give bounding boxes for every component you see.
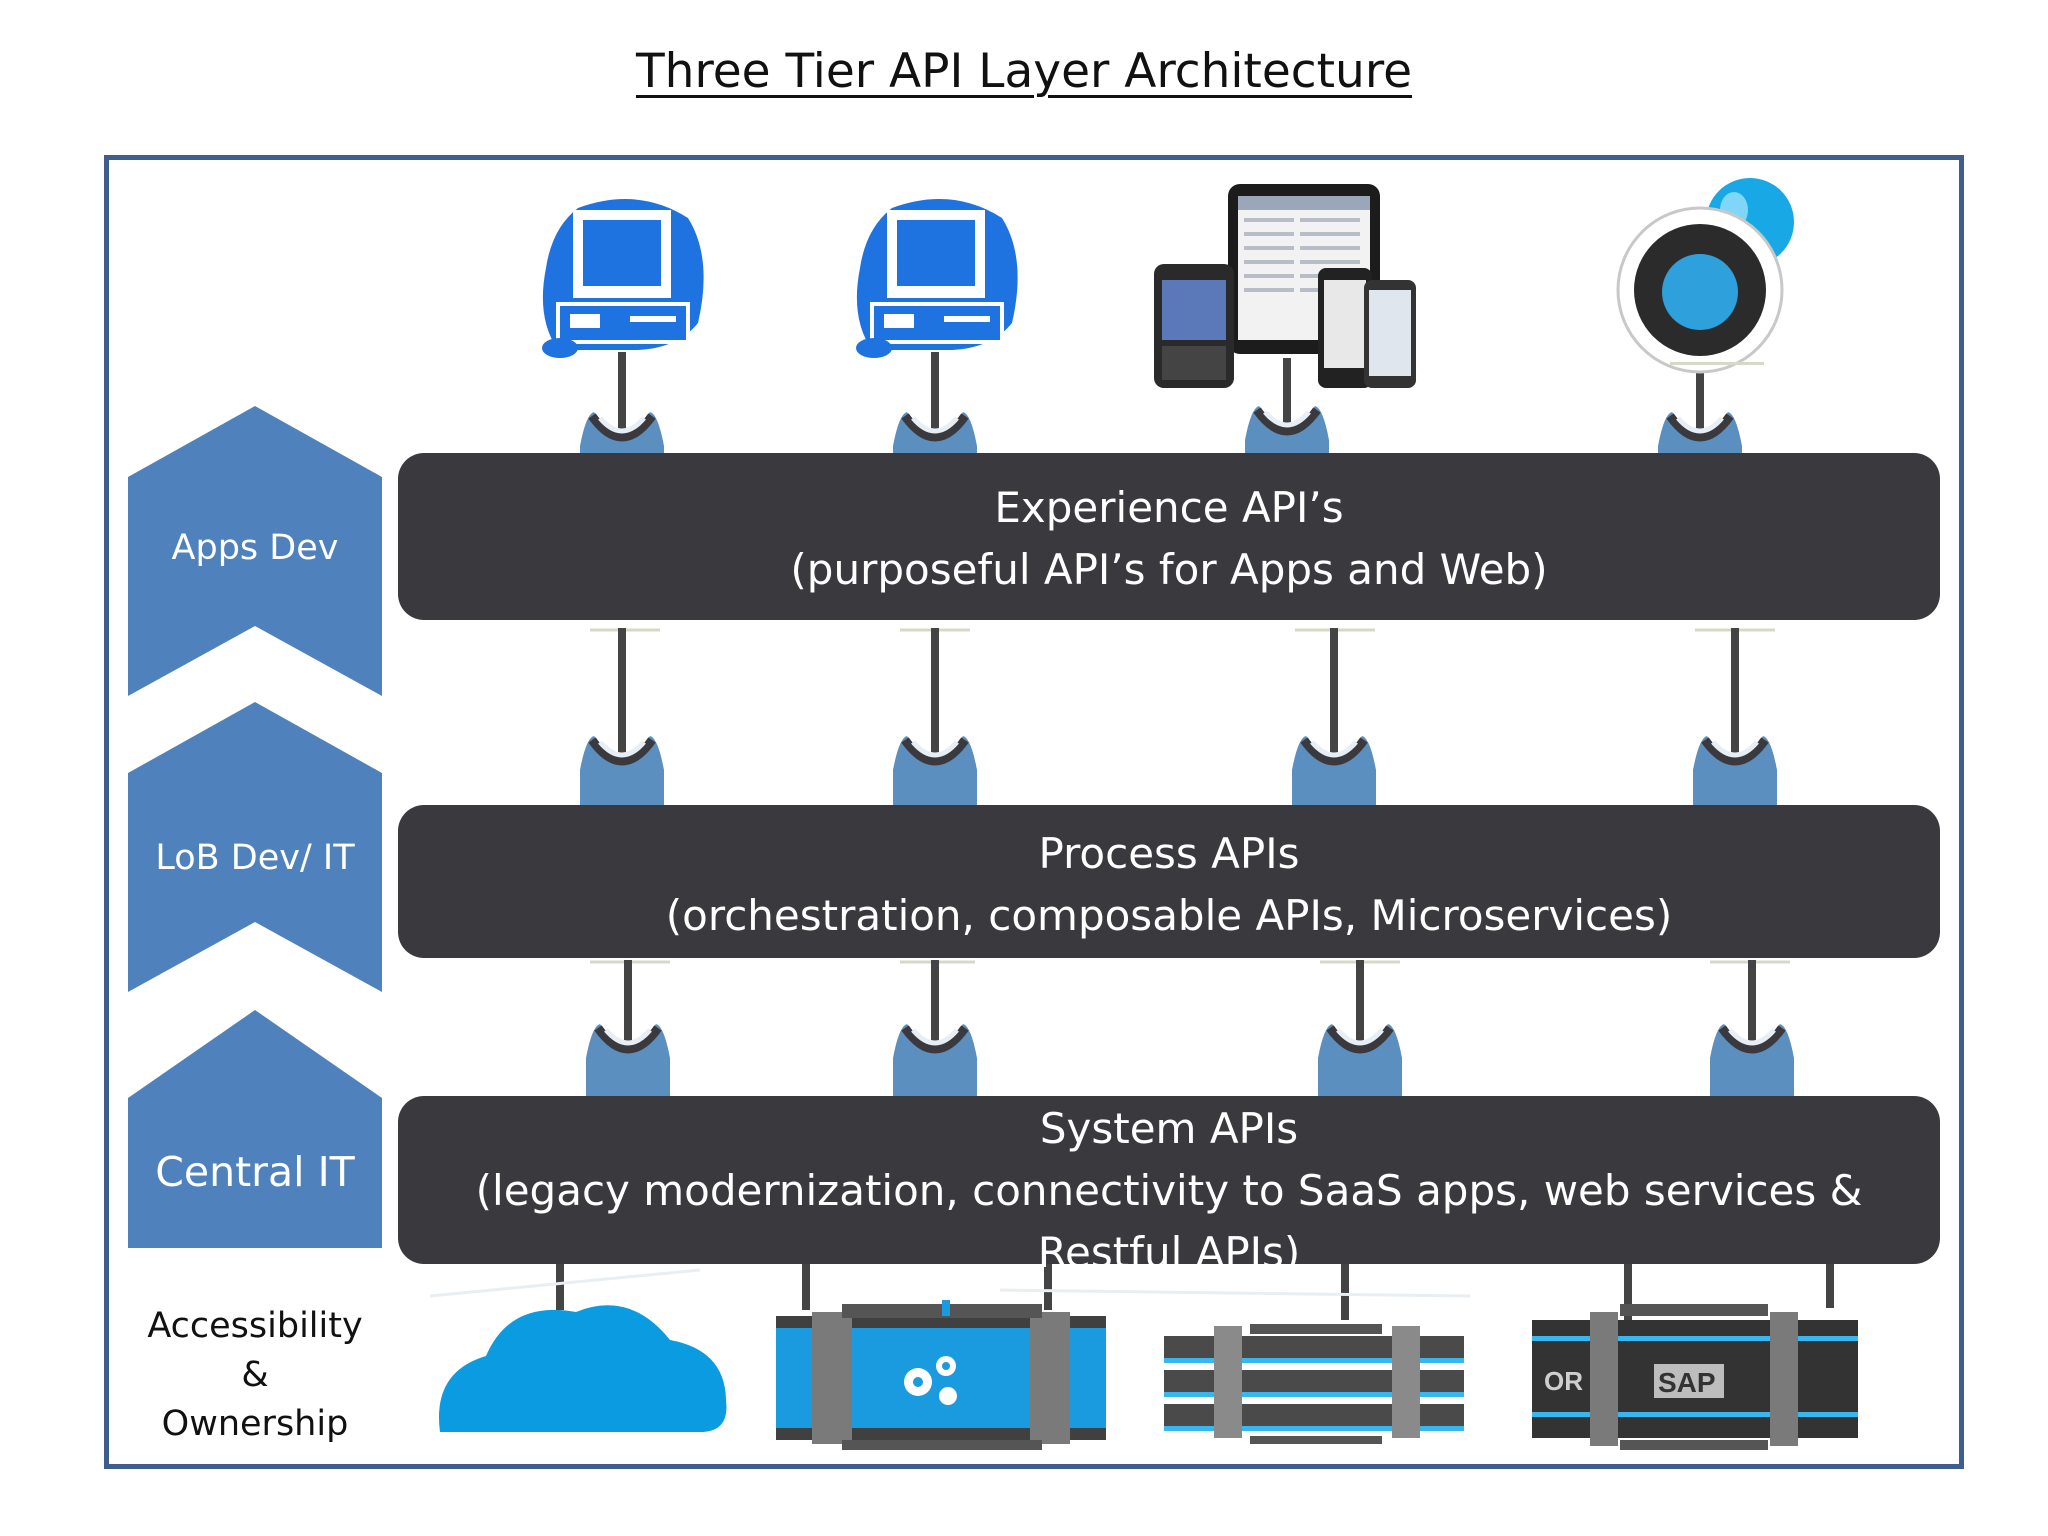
- experience-api-tier: Experience API’s (purposeful API’s for A…: [398, 453, 1940, 620]
- lob-dev-chevron: [128, 702, 382, 992]
- role-label-lob-dev: LoB Dev/ IT: [155, 838, 355, 878]
- process-api-tier: Process APIs (orchestration, composable …: [398, 805, 1940, 958]
- apps-dev-chevron: [128, 406, 382, 696]
- page-title: Three Tier API Layer Architecture: [635, 44, 1413, 99]
- sap-server-icon: OR SAP: [1532, 1304, 1858, 1450]
- smart-thermostat-bulb-icon: [1616, 178, 1794, 374]
- experience-to-process-links: [580, 628, 1777, 822]
- gear-server-icon: [776, 1300, 1106, 1450]
- process-api-subtitle: (orchestration, composable APIs, Microse…: [665, 891, 1673, 940]
- process-to-system-links: [586, 960, 1794, 1110]
- sap-server-label-sap: SAP: [1658, 1367, 1716, 1398]
- desktop-computer-icon: [856, 199, 1018, 358]
- experience-api-subtitle: (purposeful API’s for Apps and Web): [790, 545, 1548, 594]
- system-api-title: System APIs: [1039, 1104, 1299, 1153]
- sap-server-label-or: OR: [1544, 1366, 1583, 1396]
- diagram-frame: [104, 155, 1964, 1469]
- process-api-title: Process APIs: [1038, 829, 1300, 878]
- role-label-central-it: Central IT: [155, 1148, 355, 1196]
- cloud-icon: [438, 1305, 727, 1432]
- desktop-computer-icon: [542, 199, 704, 358]
- central-it-chevron: [128, 1010, 382, 1248]
- role-label-apps-dev: Apps Dev: [171, 528, 339, 568]
- rack-server-icon: [1164, 1324, 1464, 1444]
- mobile-tablet-devices-icon: [1154, 184, 1416, 388]
- system-api-subtitle: (legacy modernization, connectivity to S…: [475, 1166, 1863, 1215]
- system-api-tier: System APIs (legacy modernization, conne…: [398, 1096, 1940, 1277]
- accessibility-ownership-label: Accessibility & Ownership: [147, 1306, 363, 1444]
- experience-api-title: Experience API’s: [994, 483, 1344, 532]
- system-api-subtitle-line2: Restful APIs): [1037, 1228, 1301, 1277]
